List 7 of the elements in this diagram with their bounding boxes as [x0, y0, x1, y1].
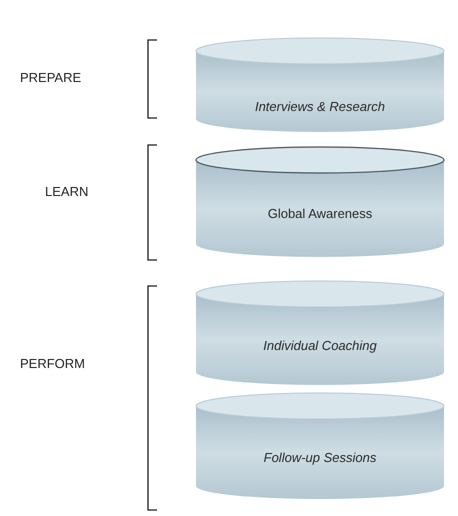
phase-label: PREPARE — [20, 70, 82, 85]
phase-label: LEARN — [45, 184, 88, 199]
cylinder-label: Follow-up Sessions — [262, 450, 378, 465]
cylinder-label: Interviews & Research — [254, 99, 386, 114]
cylinder-label: Individual Coaching — [262, 338, 378, 353]
phase-label: PERFORM — [20, 356, 85, 371]
cylinder-label: Global Awareness — [266, 206, 374, 221]
